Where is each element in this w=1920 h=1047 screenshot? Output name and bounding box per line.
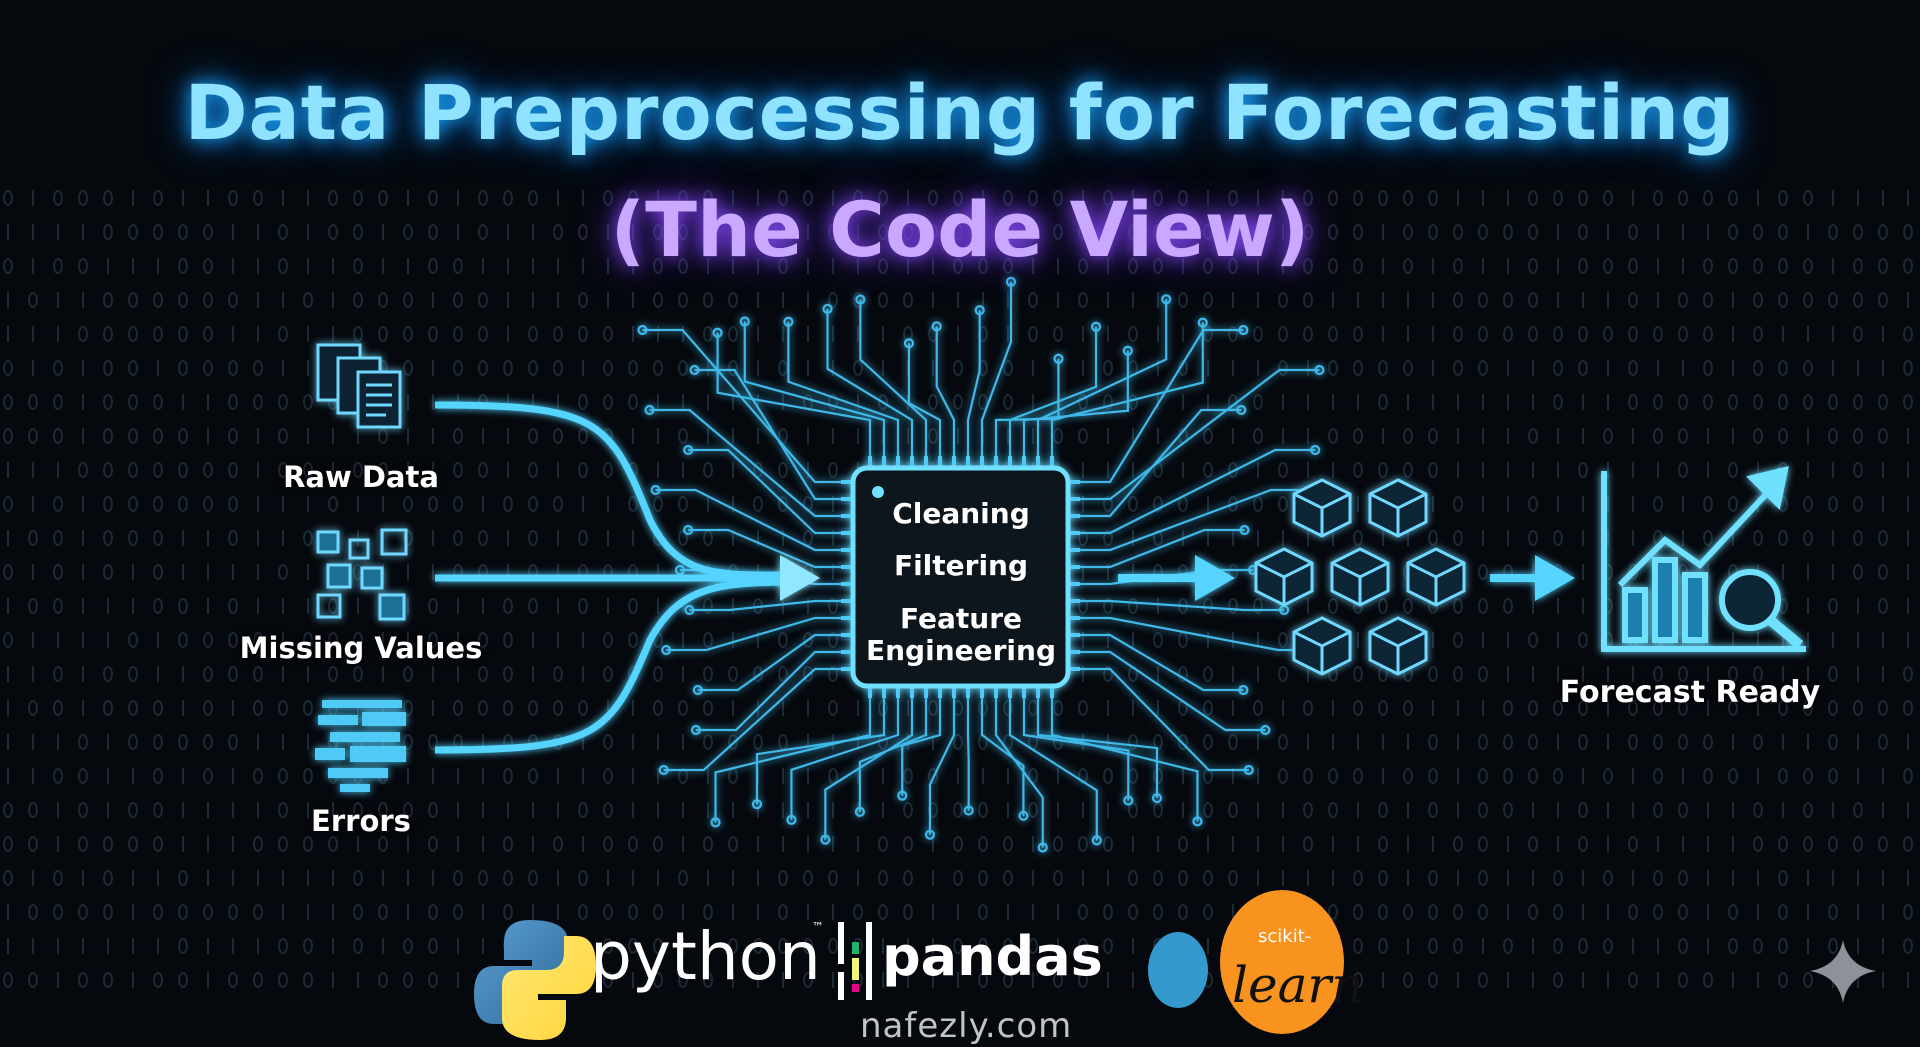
growth-chart-magnifier-icon <box>1601 465 1806 652</box>
missing-blocks-icon <box>316 528 408 621</box>
output-label-forecast-ready: Forecast Ready <box>1559 675 1821 710</box>
step-feature-engineering: Feature Engineering <box>866 602 1056 667</box>
feature-cubes-icon <box>1254 478 1466 676</box>
input-flow-lines <box>434 401 820 754</box>
input-label-missing-values: Missing Values <box>239 631 483 665</box>
pandas-logo-text: pandas <box>882 925 1103 988</box>
circuit-traces <box>637 276 1325 853</box>
python-logo-text: python <box>590 918 821 995</box>
sklearn-logo-bottom: learn <box>1232 956 1364 1014</box>
input-label-errors: Errors <box>311 804 411 838</box>
input-label-raw-data: Raw Data <box>283 460 439 494</box>
python-trademark: ™ <box>812 920 824 934</box>
sklearn-logo <box>1148 890 1344 1034</box>
flow-arrows <box>1118 555 1575 601</box>
pandas-logo-mark <box>838 922 872 1000</box>
title-line-2: (The Code View) <box>610 185 1310 274</box>
sparkle-icon <box>1810 940 1876 1003</box>
watermark: nafezly.com <box>860 1006 1073 1046</box>
sklearn-logo-top: scikit- <box>1258 926 1312 947</box>
title-line-1: Data Preprocessing for Forecasting <box>184 68 1736 157</box>
step-filtering: Filtering <box>893 549 1029 582</box>
processor-chip <box>841 456 1080 698</box>
documents-icon <box>316 343 402 429</box>
python-logo <box>474 920 596 1040</box>
step-cleaning: Cleaning <box>892 497 1030 530</box>
glitch-icon <box>315 700 406 792</box>
